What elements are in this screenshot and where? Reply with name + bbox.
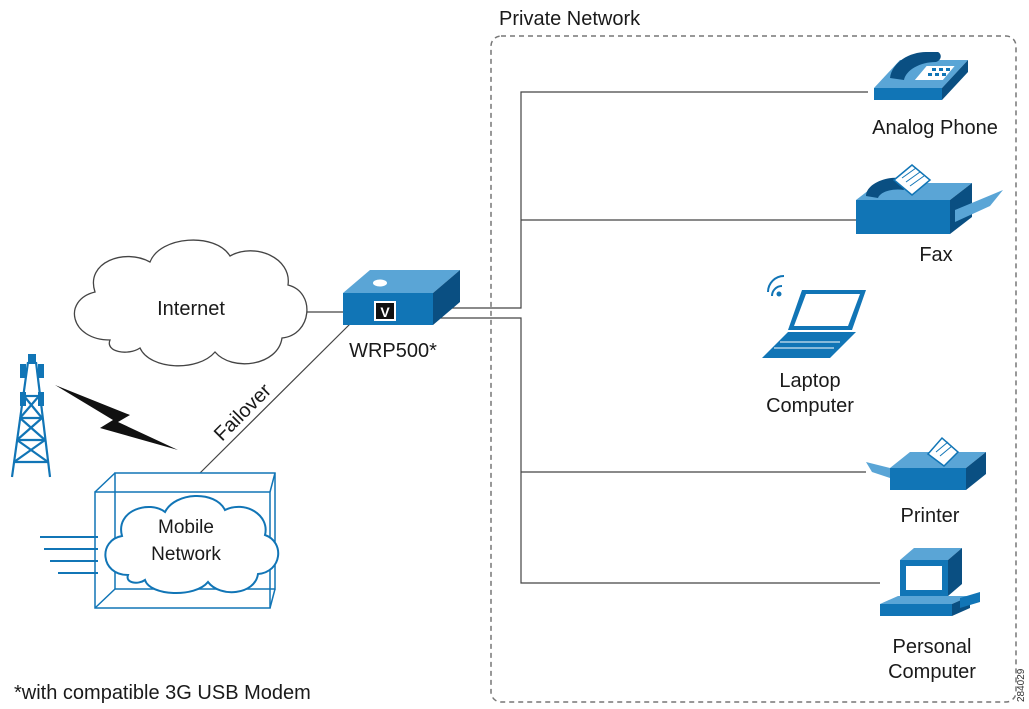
- private-network-boundary: [490, 35, 1017, 703]
- fax-label: Fax: [919, 244, 952, 266]
- internet-label: Internet: [157, 298, 225, 320]
- personal-computer-label-line1: Personal: [893, 636, 972, 658]
- router-label: WRP500*: [349, 340, 437, 362]
- fax-icon: [856, 164, 1003, 234]
- mobile-network-line1: Mobile: [158, 517, 214, 538]
- link-failover: [199, 321, 353, 474]
- private-network-label: Private Network: [499, 8, 641, 30]
- motion-lines: [40, 536, 98, 574]
- connection-lines: [199, 91, 880, 584]
- internet-cloud: Internet: [73, 239, 308, 367]
- cell-tower-icon: [10, 354, 52, 478]
- failover-label: Failover: [210, 379, 276, 445]
- laptop-label-line1: Laptop: [779, 370, 840, 392]
- laptop-icon: [762, 275, 866, 358]
- personal-computer-icon: [880, 548, 980, 616]
- router-icon: V: [343, 270, 460, 325]
- personal-computer-label-line2: Computer: [888, 661, 976, 683]
- wireless-signal-icon: [55, 385, 178, 450]
- router-badge: V: [380, 304, 390, 320]
- footnote: *with compatible 3G USB Modem: [14, 682, 311, 704]
- printer-label: Printer: [901, 505, 960, 527]
- link-router-bus-upper: [440, 91, 868, 309]
- mobile-network-line2: Network: [151, 544, 221, 565]
- mobile-network-cloud: Mobile Network: [104, 495, 280, 594]
- link-router-bus-lower: [440, 317, 880, 584]
- analog-phone-label: Analog Phone: [872, 117, 998, 139]
- printer-icon: [866, 436, 986, 490]
- laptop-label-line2: Computer: [766, 395, 854, 417]
- analog-phone-icon: [874, 52, 968, 100]
- figure-id: 284029: [1016, 668, 1027, 702]
